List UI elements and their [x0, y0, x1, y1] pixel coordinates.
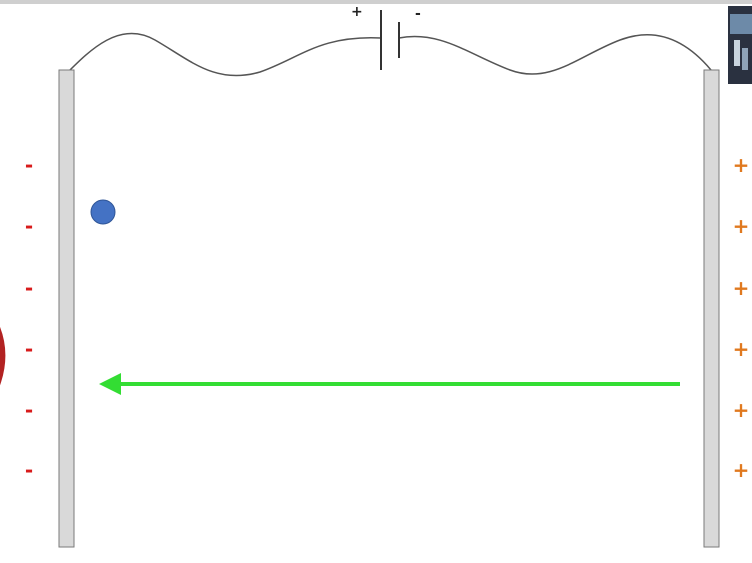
right-plate-charges: + + + + + +	[733, 153, 750, 482]
corner-photo-thumbnail	[728, 6, 752, 84]
left-edge-arc	[0, 327, 6, 385]
electric-field-arrow	[99, 373, 680, 395]
negative-charge-3: -	[25, 276, 33, 300]
negative-charge-2: -	[25, 214, 33, 238]
negative-charge-6: -	[25, 458, 33, 482]
charged-particle	[90, 199, 116, 225]
right-wire	[398, 34, 712, 75]
negative-charge-1: -	[25, 153, 33, 177]
positive-charge-3: +	[733, 276, 750, 300]
battery-negative-label: -	[415, 6, 421, 22]
positive-charge-4: +	[733, 337, 750, 361]
left-plate-charges: - - - - - -	[25, 153, 33, 482]
right-plate	[703, 69, 720, 548]
negative-charge-4: -	[25, 337, 33, 361]
positive-charge-1: +	[733, 153, 750, 177]
left-wire	[66, 32, 382, 77]
positive-charge-6: +	[733, 458, 750, 482]
battery: + -	[351, 4, 421, 70]
negative-charge-5: -	[25, 398, 33, 422]
positive-charge-5: +	[733, 398, 750, 422]
left-plate	[58, 69, 75, 548]
arrow-head	[99, 373, 121, 395]
battery-positive-label: +	[351, 4, 363, 20]
top-edge-strip	[0, 0, 752, 4]
positive-charge-2: +	[733, 214, 750, 238]
